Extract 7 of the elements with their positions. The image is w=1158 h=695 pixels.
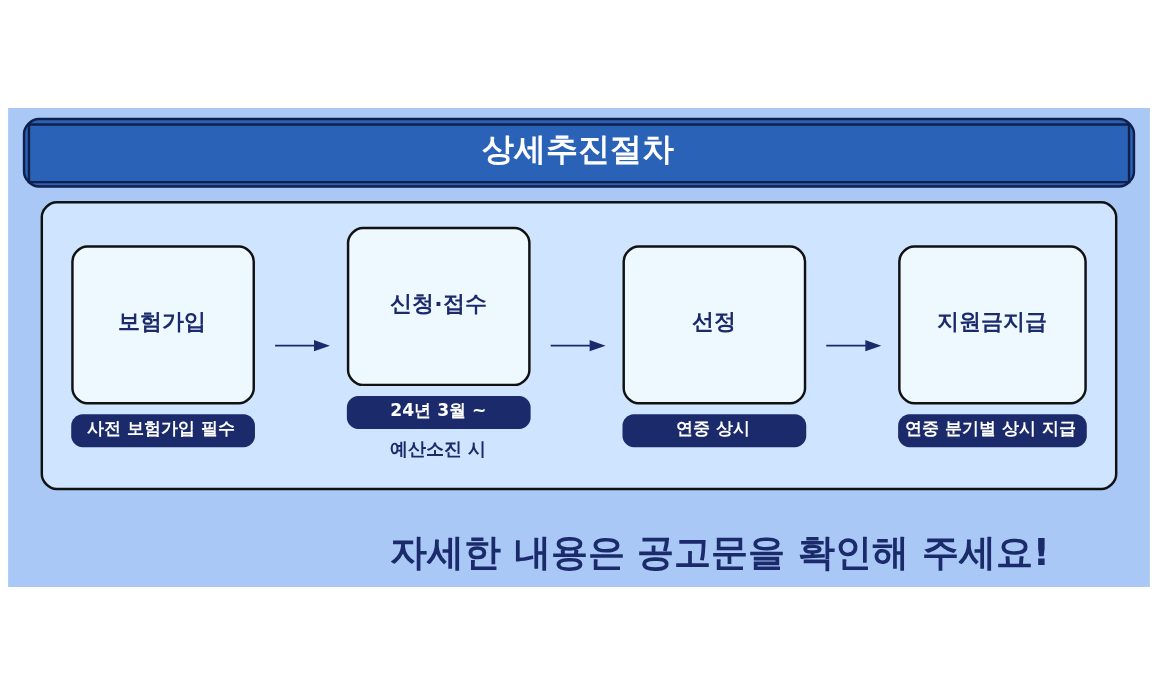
node-label: 연중 분기별 상시 지급 (905, 418, 1077, 439)
node-label: 24년 3월 ~ (390, 399, 487, 420)
node-label: 사전 보험가입 필수 (87, 418, 236, 439)
diagram-title: 상세추진절차 (482, 129, 675, 168)
node-label: 예산소진 시 (389, 437, 487, 459)
caption: 자세한 내용은 공고문을 확인해 주세요! (389, 530, 1050, 574)
node-label: 연중 상시 (676, 418, 751, 439)
